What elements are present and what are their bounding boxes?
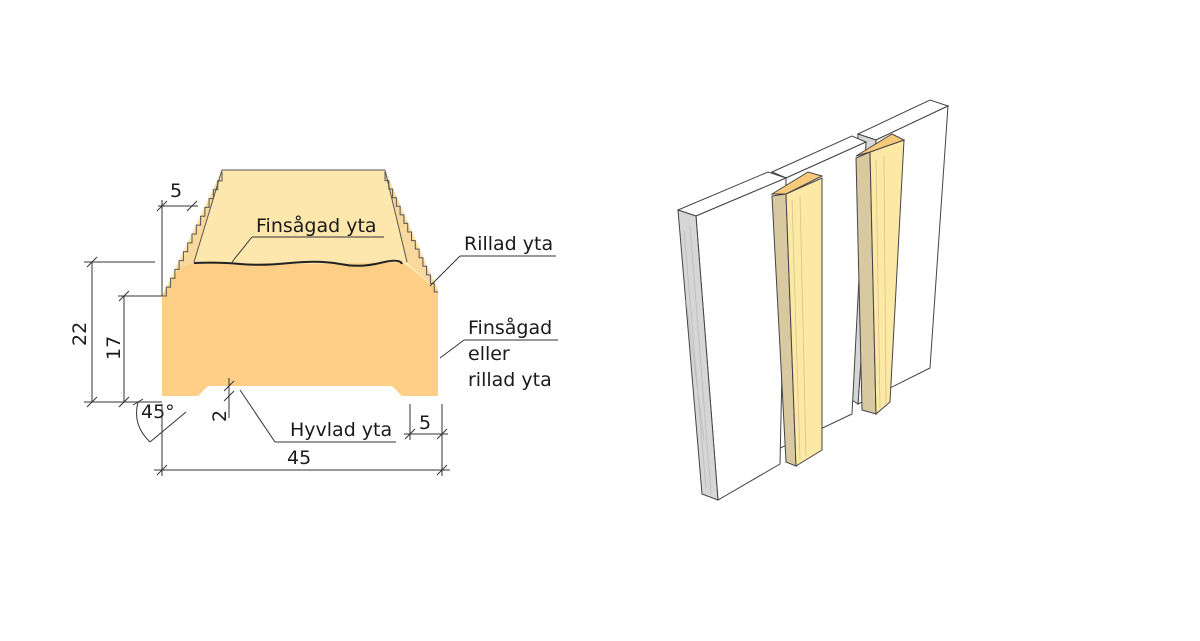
section-labels: Finsågad yta Rillad yta Finsågad eller r… [231,214,558,443]
section-right-chamfer [385,170,438,290]
label-fine-or-grooved-1: Finsågad [468,316,552,339]
board-left-grain [683,225,712,495]
batten-left-end [770,171,824,195]
batten-right-grain [875,155,887,409]
dim-height-body: 17 [103,336,125,360]
batten-left-grain [791,195,807,461]
label-fine-sawn-top: Finsågad yta [256,214,377,237]
section-dimensions: 22 17 5 45° 2 5 45 [69,180,450,476]
section-body [162,262,438,396]
dim-foot-width: 5 [419,412,431,434]
board-left-side [677,209,719,501]
dim-angle: 45° [141,401,175,423]
label-planed: Hyvlad yta [290,419,392,441]
batten-right-end [855,133,906,157]
dim-width: 45 [287,447,311,469]
label-fine-or-grooved-3: rillad yta [468,369,552,391]
dim-groove-depth: 2 [209,410,231,422]
section-serration-left [162,172,223,297]
label-grooved: Rillad yta [464,233,553,255]
dim-chamfer-top: 5 [170,180,182,202]
section-fine-sawn-line [193,259,403,267]
dim-height-total: 22 [69,322,91,346]
isometric-cladding [676,99,950,501]
batten-cross-section [162,169,438,396]
section-serration-right [384,172,438,293]
label-fine-or-grooved-2: eller [468,343,510,365]
batten-left-face [785,177,823,467]
